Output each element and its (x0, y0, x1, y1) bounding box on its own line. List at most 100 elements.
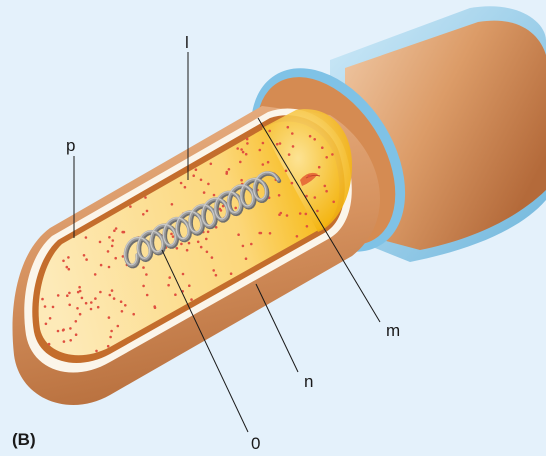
ribosome-dot (219, 208, 222, 211)
label-o: 0 (251, 434, 260, 453)
ribosome-dot (176, 247, 179, 250)
ribosome-dot (262, 163, 265, 166)
ribosome-dot (62, 260, 65, 263)
panel-label: (B) (12, 430, 36, 449)
ribosome-dot (121, 310, 124, 313)
ribosome-dot (331, 153, 334, 156)
ribosome-dot (111, 245, 114, 248)
ribosome-dot (236, 147, 239, 150)
ribosome-dot (210, 163, 213, 166)
ribosome-dot (69, 339, 72, 342)
ribosome-dot (240, 179, 243, 182)
ribosome-dot (186, 249, 189, 252)
ribosome-dot (108, 316, 111, 319)
ribosome-dot (67, 256, 70, 259)
ribosome-dot (291, 132, 294, 135)
ribosome-dot (259, 149, 262, 152)
ribosome-dot (142, 266, 145, 269)
ribosome-dot (142, 213, 145, 216)
ribosome-dot (49, 317, 52, 320)
ribosome-dot (242, 151, 245, 154)
ribosome-dot (325, 190, 328, 193)
ribosome-dot (291, 182, 294, 185)
ribosome-dot (117, 325, 120, 328)
ribosome-dot (285, 170, 288, 173)
ribosome-dot (76, 307, 79, 310)
ribosome-dot (180, 182, 183, 185)
ribosome-dot (153, 305, 156, 308)
ribosome-dot (299, 212, 302, 215)
ribosome-dot (66, 266, 69, 269)
ribosome-dot (278, 194, 281, 197)
ribosome-dot (278, 213, 281, 216)
ribosome-dot (200, 246, 203, 249)
ribosome-dot (132, 313, 135, 316)
ribosome-dot (287, 126, 290, 129)
ribosome-dot (203, 191, 206, 194)
ribosome-dot (184, 186, 187, 189)
ribosome-dot (246, 138, 249, 141)
ribosome-dot (85, 302, 88, 305)
ribosome-dot (44, 305, 47, 308)
ribosome-dot (145, 273, 148, 276)
ribosome-dot (107, 250, 110, 253)
ribosome-dot (146, 210, 149, 213)
ribosome-dot (120, 300, 123, 303)
ribosome-dot (167, 284, 170, 287)
ribosome-dot (245, 153, 248, 156)
label-n: n (304, 372, 313, 391)
ribosome-dot (197, 241, 200, 244)
ribosome-dot (129, 205, 132, 208)
ribosome-dot (305, 213, 308, 216)
ribosome-dot (262, 142, 265, 145)
ribosome-dot (57, 330, 60, 333)
ribosome-dot (276, 143, 279, 146)
ribosome-dot (228, 168, 231, 171)
ribosome-dot (115, 227, 118, 230)
ribosome-dot (211, 256, 214, 259)
ribosome-dot (75, 320, 78, 323)
ribosome-dot (124, 304, 127, 307)
ribosome-dot (188, 242, 191, 245)
ribosome-dot (190, 298, 193, 301)
ribosome-dot (308, 175, 311, 178)
ribosome-dot (200, 179, 203, 182)
ribosome-dot (94, 297, 97, 300)
ribosome-dot (79, 313, 82, 316)
ribosome-dot (314, 196, 317, 199)
ribosome-dot (112, 239, 115, 242)
ribosome-dot (78, 286, 81, 289)
ribosome-dot (206, 251, 209, 254)
label-p: p (66, 136, 75, 155)
ribosome-dot (85, 258, 88, 261)
ribosome-dot (68, 268, 71, 271)
ribosome-dot (316, 210, 319, 213)
ribosome-dot (240, 148, 243, 151)
ribosome-dot (100, 264, 103, 267)
ribosome-dot (57, 294, 60, 297)
ribosome-dot (108, 236, 111, 239)
ribosome-dot (99, 241, 102, 244)
ribosome-dot (97, 306, 100, 309)
ribosome-dot (267, 161, 270, 164)
ribosome-dot (146, 294, 149, 297)
ribosome-dot (114, 257, 117, 260)
ribosome-dot (108, 266, 111, 269)
ribosome-dot (41, 298, 44, 301)
ribosome-dot (66, 294, 69, 297)
ribosome-dot (180, 243, 183, 246)
ribosome-dot (170, 233, 173, 236)
ribosome-dot (212, 269, 215, 272)
ribosome-dot (45, 323, 48, 326)
ribosome-dot (250, 243, 253, 246)
ribosome-dot (205, 238, 208, 241)
label-m: m (386, 321, 400, 340)
ribosome-dot (75, 333, 78, 336)
ribosome-dot (242, 245, 245, 248)
ribosome-dot (296, 235, 299, 238)
ribosome-dot (279, 142, 282, 145)
ribosome-dot (230, 272, 233, 275)
ribosome-dot (90, 301, 93, 304)
ribosome-dot (332, 201, 335, 204)
ribosome-dot (90, 308, 93, 311)
